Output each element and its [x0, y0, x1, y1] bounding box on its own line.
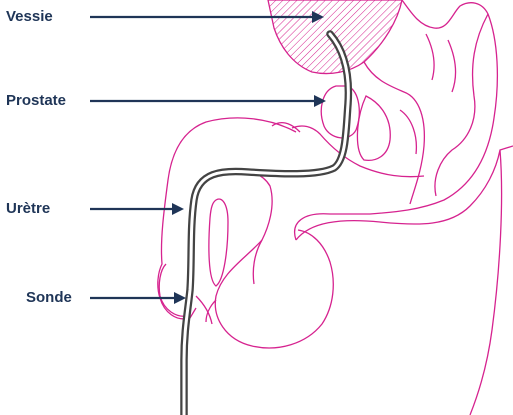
scrotum	[215, 230, 333, 348]
pubic-bone	[357, 96, 390, 160]
label-prostate: Prostate	[6, 92, 66, 110]
label-uretre: Urètre	[6, 200, 50, 218]
rectum	[435, 14, 488, 196]
arrow-prostate	[90, 95, 326, 107]
penis-outline	[158, 118, 300, 319]
thigh-outline	[296, 146, 513, 415]
arrow-sonde	[90, 292, 186, 304]
prostate	[321, 86, 359, 138]
label-vessie: Vessie	[6, 8, 53, 26]
arrow-uretre	[90, 203, 184, 215]
label-sonde: Sonde	[26, 289, 72, 307]
corpus-cavernosum	[209, 199, 228, 286]
